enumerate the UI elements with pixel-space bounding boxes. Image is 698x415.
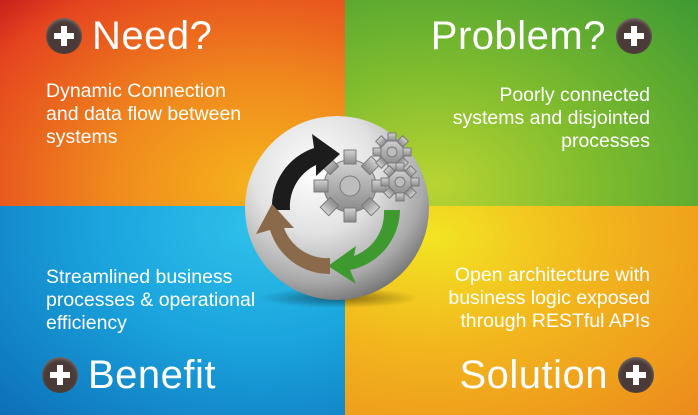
- brown-arrow: [256, 204, 330, 275]
- center-sphere-graphic: [245, 116, 429, 308]
- plus-icon: [616, 18, 652, 54]
- green-arrow: [328, 210, 400, 284]
- problem-text: Poorly connected systems and disjointed …: [452, 84, 650, 152]
- benefit-text: Streamlined business processes & operati…: [46, 266, 256, 334]
- gears-icon: [313, 132, 420, 223]
- solution-text: Open architecture with business logic ex…: [448, 264, 650, 332]
- plus-icon: [42, 357, 78, 393]
- plus-icon: [618, 357, 654, 393]
- benefit-heading: Benefit: [42, 355, 216, 395]
- plus-icon: [46, 18, 82, 54]
- black-arrow: [271, 134, 340, 210]
- need-text: Dynamic Connection and data flow between…: [46, 80, 242, 148]
- solution-heading-label: Solution: [459, 353, 608, 397]
- benefit-heading-label: Benefit: [88, 353, 217, 397]
- solution-heading: Solution: [459, 355, 654, 395]
- cycle-arrows-icon: [256, 134, 400, 284]
- problem-heading: Problem?: [431, 16, 652, 56]
- need-heading: Need?: [46, 16, 212, 56]
- need-heading-label: Need?: [92, 14, 213, 58]
- problem-heading-label: Problem?: [430, 14, 606, 58]
